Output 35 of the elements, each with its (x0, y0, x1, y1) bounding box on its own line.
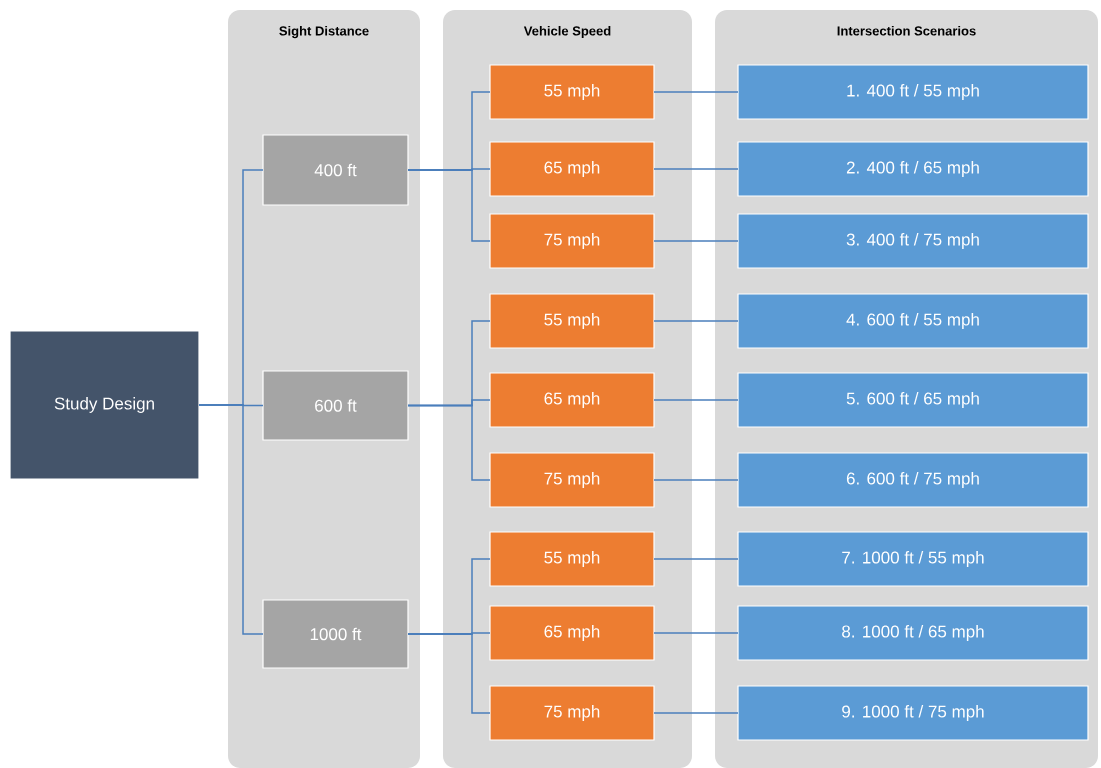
connector-line (407, 633, 491, 714)
root-box: Study Design (9, 330, 200, 480)
distance-box: 400 ft (262, 134, 409, 206)
speed-box: 55 mph (489, 64, 655, 120)
connector-line (653, 712, 739, 714)
speed-box: 55 mph (489, 531, 655, 587)
connector-line (407, 404, 491, 481)
speed-box: 65 mph (489, 141, 655, 197)
scenario-box: 1. 400 ft / 55 mph (737, 64, 1089, 120)
distance-box: 600 ft (262, 370, 409, 441)
speed-box: 65 mph (489, 372, 655, 428)
scenario-box: 3. 400 ft / 75 mph (737, 213, 1089, 269)
speed-box: 75 mph (489, 685, 655, 741)
scenario-box: 4. 600 ft / 55 mph (737, 293, 1089, 349)
speed-box: 75 mph (489, 452, 655, 508)
scenario-box: 5. 600 ft / 65 mph (737, 372, 1089, 428)
speed-box: 75 mph (489, 213, 655, 269)
connector-line (653, 632, 739, 634)
connector-line (653, 399, 739, 401)
connector-line (653, 240, 739, 242)
speed-box: 65 mph (489, 605, 655, 661)
connector-line (407, 169, 491, 242)
speed-box: 55 mph (489, 293, 655, 349)
connector-line (198, 404, 264, 635)
connector-line (653, 558, 739, 560)
distance-box: 1000 ft (262, 599, 409, 669)
connector-line (653, 320, 739, 322)
connector-line (653, 91, 739, 93)
scenario-box: 2. 400 ft / 65 mph (737, 141, 1089, 197)
scenario-box: 8. 1000 ft / 65 mph (737, 605, 1089, 661)
scenario-box: 9. 1000 ft / 75 mph (737, 685, 1089, 741)
connector-line (653, 479, 739, 481)
connector-line (653, 168, 739, 170)
scenario-box: 7. 1000 ft / 55 mph (737, 531, 1089, 587)
scenario-box: 6. 600 ft / 75 mph (737, 452, 1089, 508)
